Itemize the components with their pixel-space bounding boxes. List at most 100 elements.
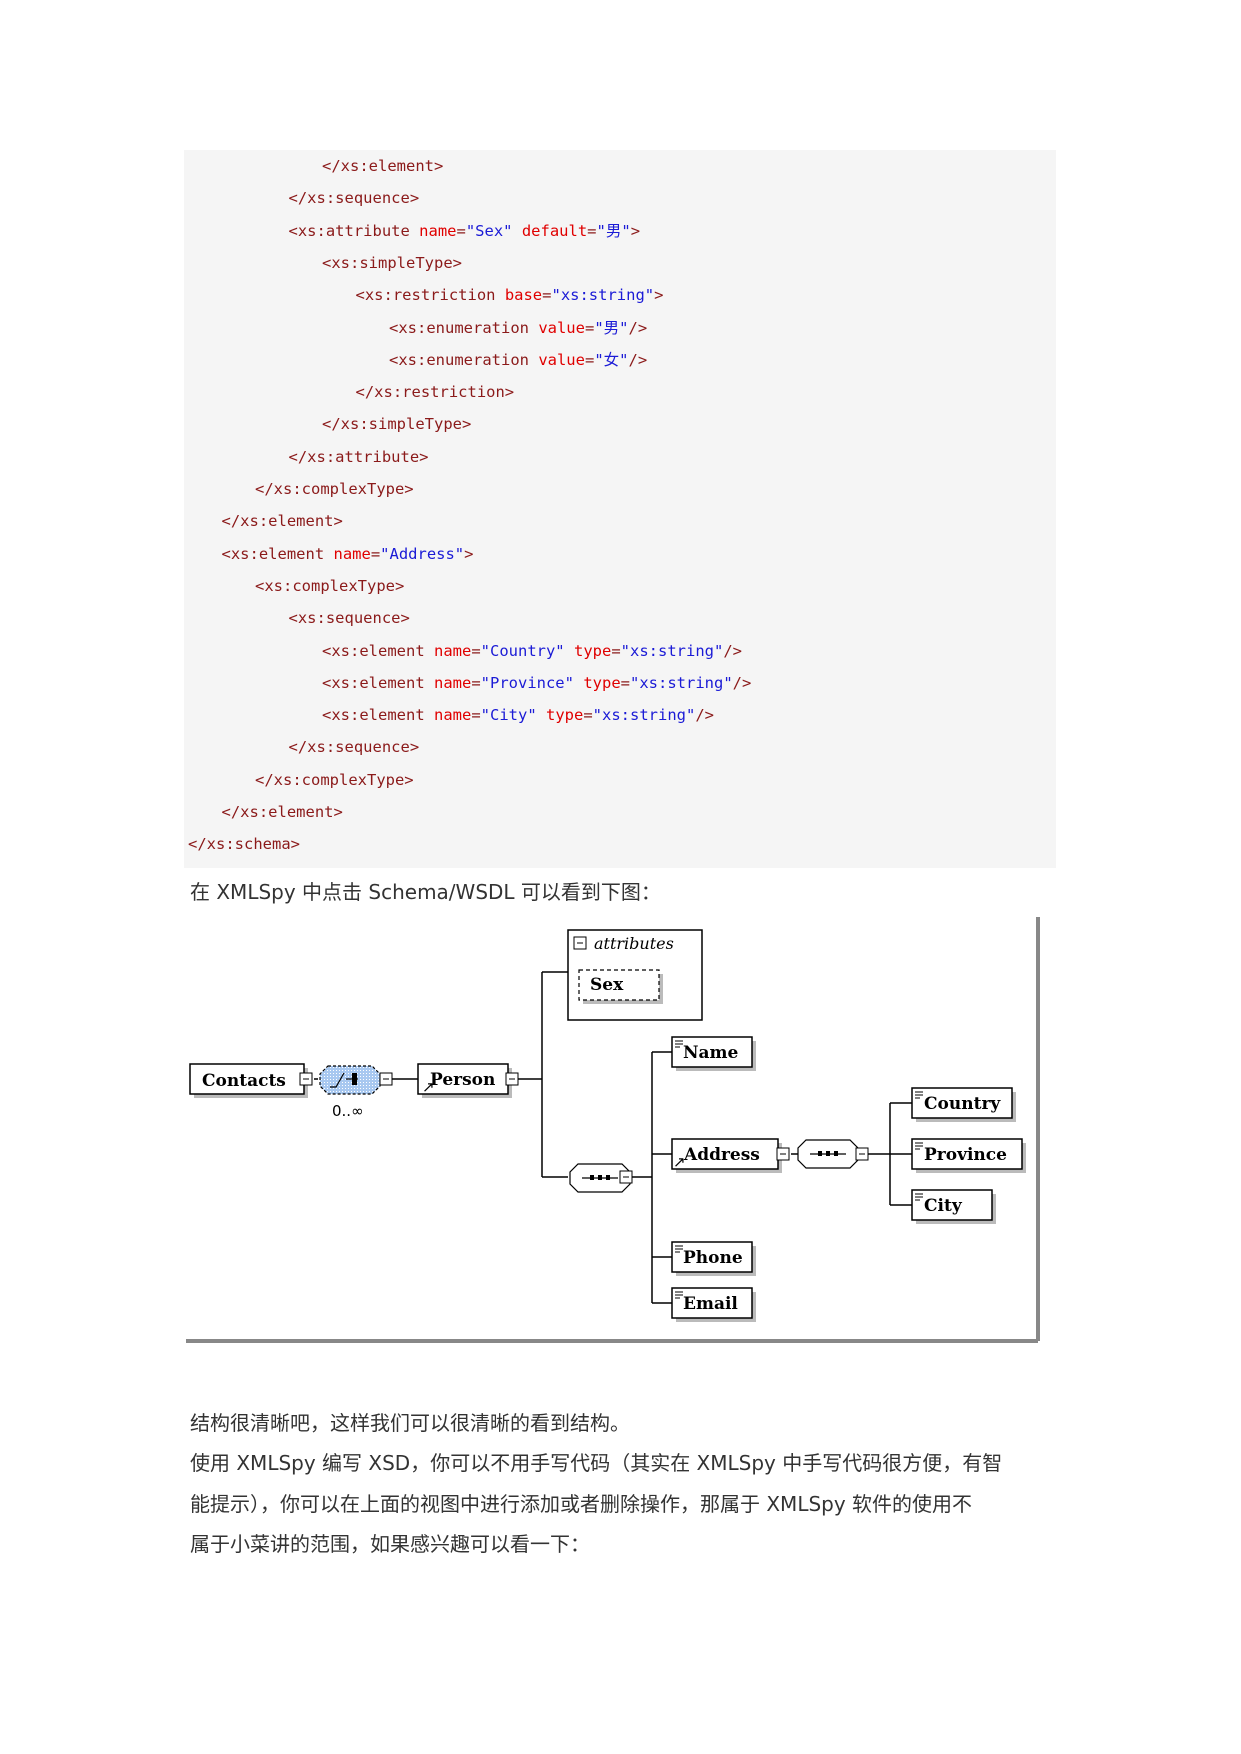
sex-attribute-label: Sex xyxy=(590,975,624,995)
code-line: <xs:element name="Country" type="xs:stri… xyxy=(322,635,742,667)
code-tag: </xs:simpleType> xyxy=(322,415,472,434)
code-tag: /> xyxy=(723,641,742,660)
code-line: </xs:sequence> xyxy=(289,731,420,763)
code-attr-value: "xs:string" xyxy=(620,641,724,660)
code-tag: <xs:attribute xyxy=(288,221,420,240)
code-attr-value: "男" xyxy=(594,318,629,337)
code-tag: <xs:complexType> xyxy=(255,576,405,595)
intro-text: 在 XMLSpy 中点击 Schema/WSDL 可以看到下图： xyxy=(190,880,661,904)
code-tag: = xyxy=(471,673,481,692)
code-tag: > xyxy=(654,286,664,305)
email-label: Email xyxy=(683,1294,738,1314)
country-label: Country xyxy=(924,1094,1001,1114)
code-tag: > xyxy=(464,544,474,563)
code-attr-value: "Address" xyxy=(380,544,465,563)
person-element: ↗ Person xyxy=(417,1063,519,1098)
person-label: Person xyxy=(430,1070,495,1090)
code-tag: </xs:restriction> xyxy=(355,383,515,402)
city-label: City xyxy=(924,1196,963,1216)
code-tag: = xyxy=(542,286,552,305)
code-tag xyxy=(574,674,583,692)
code-attr-name: name xyxy=(433,706,472,725)
code-tag: = xyxy=(471,706,481,725)
reference-arrow-icon: ↗ xyxy=(673,1153,686,1171)
code-tag: <xs:element xyxy=(322,641,434,660)
address-sequence xyxy=(797,1139,869,1169)
para-1: 结构很清晰吧，这样我们可以很清晰的看到结构。 xyxy=(190,1411,630,1435)
content-icon xyxy=(915,1091,923,1099)
code-tag: /> xyxy=(732,673,752,692)
province-element: Province xyxy=(911,1138,1026,1173)
code-tag: </xs:complexType> xyxy=(255,770,414,789)
code-attr-name: type xyxy=(574,641,612,660)
code-tag: </xs:sequence> xyxy=(288,738,420,757)
code-line: <xs:complexType> xyxy=(255,570,404,602)
address-label: Address xyxy=(683,1145,760,1165)
code-line: </xs:simpleType> xyxy=(322,408,471,440)
code-line: </xs:complexType> xyxy=(255,764,414,796)
code-attr-name: name xyxy=(433,673,472,692)
province-label: Province xyxy=(924,1145,1007,1165)
code-tag: </xs:attribute> xyxy=(288,447,429,466)
contacts-element: Contacts xyxy=(189,1063,313,1098)
code-attr-name: name xyxy=(419,221,457,240)
content-icon xyxy=(915,1142,923,1150)
content-icon xyxy=(675,1291,683,1299)
code-tag xyxy=(565,642,574,660)
code-attr-value: "xs:string" xyxy=(592,706,696,725)
code-attr-value: "Province" xyxy=(480,673,574,692)
code-tag: = xyxy=(620,673,630,692)
code-tag: </xs:element> xyxy=(322,157,444,175)
code-tag xyxy=(513,222,522,240)
code-line: <xs:element name="Address"> xyxy=(222,538,474,570)
code-block: </xs:element> </xs:sequence> <xs:attribute… xyxy=(184,150,1056,868)
code-attr-value: "Sex" xyxy=(465,221,513,240)
code-tag: <xs:element xyxy=(322,673,434,692)
code-tag: <xs:simpleType> xyxy=(322,253,462,272)
person-sequence xyxy=(569,1163,633,1193)
code-line: <xs:element name="Province" type="xs:str… xyxy=(322,667,751,699)
code-attr-name: name xyxy=(433,641,472,660)
para-2-line-2: 能提示），你可以在上面的视图中进行添加或者删除操作，那属于 XMLSpy 软件的… xyxy=(190,1492,973,1516)
reference-arrow-icon: ↗ xyxy=(422,1078,435,1096)
phone-element: Phone xyxy=(671,1241,756,1276)
para-2-line-1: 使用 XMLSpy 编写 XSD，你可以不用手写代码（其实在 XMLSpy 中手… xyxy=(190,1451,1003,1475)
code-attr-value: "Country" xyxy=(480,641,565,660)
phone-label: Phone xyxy=(683,1248,743,1268)
schema-diagram: Contacts 0..∞ ↗ Person xyxy=(186,917,1048,1351)
address-element: ↗ Address xyxy=(671,1138,790,1173)
code-attr-name: default xyxy=(521,221,588,240)
email-element: Email xyxy=(671,1287,756,1322)
code-tag: = xyxy=(584,318,595,337)
code-line: </xs:attribute> xyxy=(289,441,429,473)
code-tag: </xs:complexType> xyxy=(255,480,414,498)
code-tag: </xs:sequence> xyxy=(288,189,420,208)
code-line: </xs:complexType> xyxy=(255,473,414,505)
code-attr-name: base xyxy=(504,286,543,305)
code-tag: </xs:element> xyxy=(221,512,343,531)
code-attr-value: "xs:string" xyxy=(551,286,655,305)
code-line: </xs:sequence> xyxy=(289,182,420,214)
contacts-label: Contacts xyxy=(202,1071,286,1091)
code-attr-name: value xyxy=(538,350,585,369)
code-line: </xs:element> xyxy=(222,505,343,537)
code-line: </xs:element> xyxy=(222,796,343,828)
code-line: <xs:attribute name="Sex" default="男"> xyxy=(289,215,641,247)
code-line: <xs:sequence> xyxy=(289,602,410,634)
code-tag: > xyxy=(630,221,641,240)
code-tag: <xs:element xyxy=(322,706,434,725)
code-line: </xs:element> xyxy=(322,150,443,182)
city-element: City xyxy=(911,1189,996,1224)
code-attr-value: "女" xyxy=(594,350,629,369)
code-tag: </xs:element> xyxy=(221,803,343,821)
code-tag: /> xyxy=(628,350,648,369)
code-tag xyxy=(537,706,546,724)
code-line: <xs:restriction base="xs:string"> xyxy=(356,279,664,311)
code-line: <xs:enumeration value="女"/> xyxy=(389,344,647,376)
code-tag: = xyxy=(611,641,621,660)
code-tag: = xyxy=(587,221,597,240)
code-attr-name: value xyxy=(538,318,585,337)
code-attr-value: "City" xyxy=(480,706,537,725)
code-line: </xs:restriction> xyxy=(356,376,515,408)
country-element: Country xyxy=(911,1087,1016,1122)
